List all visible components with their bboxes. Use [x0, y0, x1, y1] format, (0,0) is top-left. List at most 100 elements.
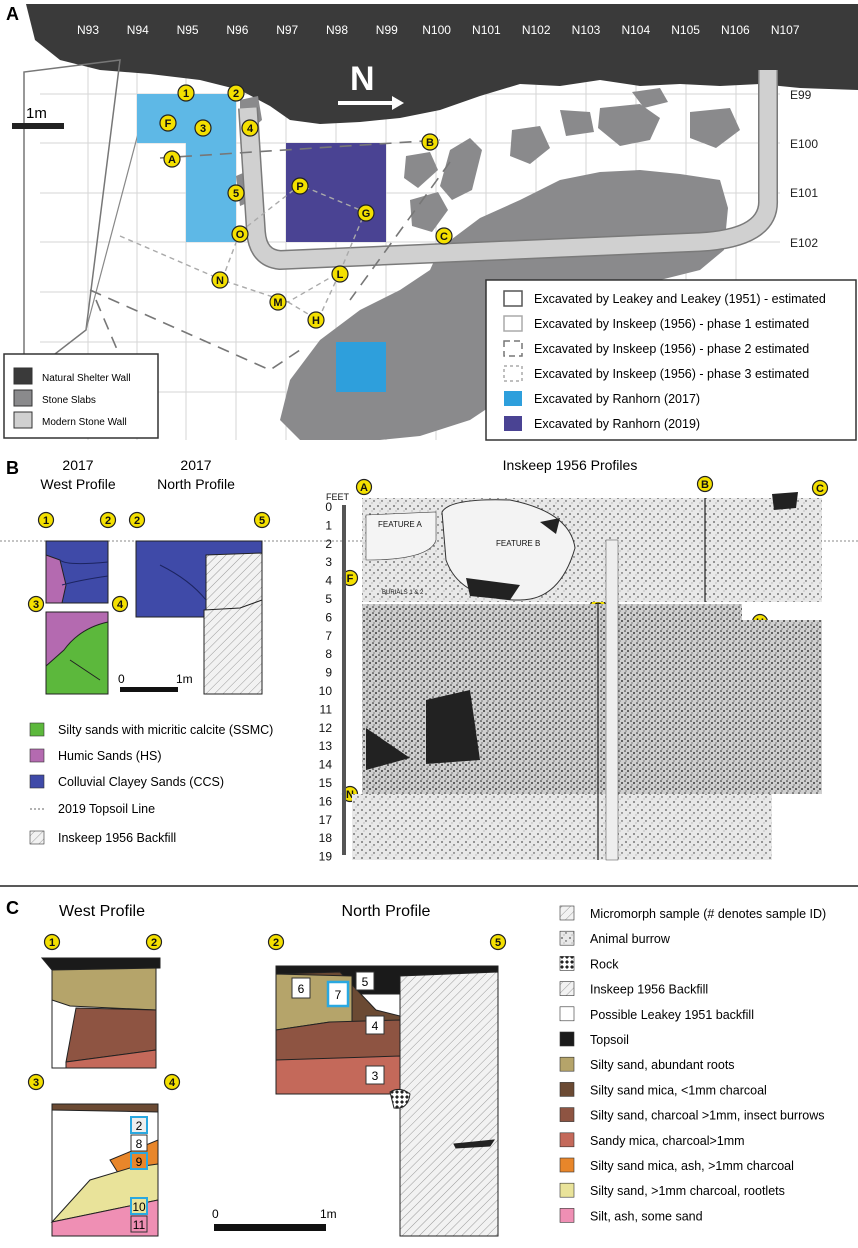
c-scale-1m: 1m [320, 1207, 337, 1221]
c-legend-label: Inskeep 1956 Backfill [590, 983, 708, 997]
svg-text:2: 2 [134, 515, 140, 527]
legend-swatch [559, 1006, 575, 1022]
map-legend-right: Excavated by Leakey and Leakey (1951) - … [485, 279, 857, 441]
point-marker: F [159, 114, 177, 132]
legend-ranhorn-2019: Excavated by Ranhorn (2019) [534, 417, 700, 431]
point-marker: 3 [27, 1073, 45, 1091]
c-legend-label: Possible Leakey 1951 backfill [590, 1008, 754, 1022]
grid-x-label: N95 [177, 23, 199, 37]
legend-shelter-wall: Natural Shelter Wall [42, 373, 131, 384]
point-marker: B [696, 475, 714, 493]
svg-text:G: G [362, 208, 371, 220]
svg-text:F: F [165, 118, 172, 130]
point-marker: H [307, 311, 325, 329]
feet-tick: 10 [319, 684, 333, 698]
feet-tick: 9 [325, 666, 332, 680]
legend-swatch [559, 1107, 575, 1122]
sample-2: 2 [136, 1119, 143, 1133]
panel-c: C West Profile North Profile [6, 898, 826, 1237]
point-marker: 2 [145, 933, 163, 951]
c-legend-label: Topsoil [590, 1033, 629, 1047]
legend-swatch [559, 1132, 575, 1148]
point-marker: B [421, 133, 439, 151]
grid-x-label: N102 [522, 23, 551, 37]
svg-text:M: M [273, 297, 282, 309]
grid-x-label: N96 [226, 23, 248, 37]
feet-tick: 7 [325, 629, 332, 643]
feet-tick: 2 [325, 537, 332, 551]
svg-text:A: A [168, 154, 176, 166]
b-west-title-year: 2017 [62, 457, 93, 473]
c-legend-label: Silt, ash, some sand [590, 1209, 703, 1223]
point-marker: 5 [489, 933, 507, 951]
sample-5: 5 [362, 975, 369, 989]
legend-swatch [559, 1056, 575, 1072]
c-legend-label: Silty sand, abundant roots [590, 1058, 735, 1072]
svg-text:O: O [236, 229, 245, 241]
b-legend-topsoil: 2019 Topsoil Line [58, 802, 155, 816]
c-legend-label: Animal burrow [590, 932, 671, 946]
panel-label-b: B [6, 458, 19, 478]
shelter-wall [26, 4, 858, 124]
point-marker: M [269, 293, 287, 311]
north-arrow: N [338, 60, 404, 110]
leakey-1951-area [23, 59, 121, 380]
panel-label-c: C [6, 898, 19, 918]
svg-text:2: 2 [233, 88, 239, 100]
c-west-title: West Profile [59, 903, 145, 920]
point-marker: 2 [99, 511, 117, 529]
point-marker: P [291, 177, 309, 195]
legend-swatch [559, 956, 575, 971]
grid-y-label: E99 [790, 88, 812, 102]
legend-swatch [559, 905, 575, 921]
point-marker: 5 [227, 184, 245, 202]
svg-text:3: 3 [33, 599, 39, 611]
point-marker: 2 [227, 84, 245, 102]
b-west-profile [45, 540, 109, 695]
point-marker: L [331, 265, 349, 283]
legend-inskeep-3: Excavated by Inskeep (1956) - phase 3 es… [534, 367, 809, 381]
point-marker: 2 [128, 511, 146, 529]
c-north-title: North Profile [342, 903, 431, 920]
grid-x-label: N105 [671, 23, 700, 37]
point-marker: C [811, 479, 829, 497]
c-scale-bar: 0 1m [212, 1207, 337, 1231]
svg-text:C: C [816, 483, 824, 495]
sample-7: 7 [335, 988, 342, 1002]
svg-text:N: N [216, 275, 224, 287]
legend-leakey: Excavated by Leakey and Leakey (1951) - … [534, 292, 826, 306]
feet-tick: 3 [325, 555, 332, 569]
sample-10: 10 [132, 1200, 146, 1214]
legend-stone-slabs: Stone Slabs [42, 395, 96, 406]
grid-x-label: N103 [572, 23, 601, 37]
point-marker: 4 [241, 119, 259, 137]
svg-text:2: 2 [151, 937, 157, 949]
b-legend-ssmc: Silty sands with micritic calcite (SSMC) [58, 723, 273, 737]
point-marker: 1 [43, 933, 61, 951]
b-legend-backfill: Inskeep 1956 Backfill [58, 831, 176, 845]
grid-x-label: N98 [326, 23, 348, 37]
point-marker: A [163, 150, 181, 168]
svg-text:1: 1 [43, 515, 49, 527]
map-legend-left: Natural Shelter Wall Stone Slabs Modern … [3, 353, 159, 439]
legend-modern-wall: Modern Stone Wall [42, 417, 127, 428]
b-north-title: North Profile [157, 476, 235, 492]
legend-swatch [559, 981, 575, 996]
grid-x-label: N99 [376, 23, 398, 37]
sample-8: 8 [136, 1137, 143, 1151]
svg-text:5: 5 [233, 188, 239, 200]
svg-text:A: A [360, 482, 368, 494]
point-marker: C [435, 227, 453, 245]
b-inskeep-title: Inskeep 1956 Profiles [503, 457, 638, 473]
svg-text:P: P [296, 181, 303, 193]
legend-swatch [559, 1208, 575, 1223]
legend-inskeep-1: Excavated by Inskeep (1956) - phase 1 es… [534, 317, 809, 331]
svg-text:5: 5 [495, 937, 501, 949]
svg-text:C: C [440, 231, 448, 243]
svg-text:2: 2 [105, 515, 111, 527]
point-marker: 5 [253, 511, 271, 529]
